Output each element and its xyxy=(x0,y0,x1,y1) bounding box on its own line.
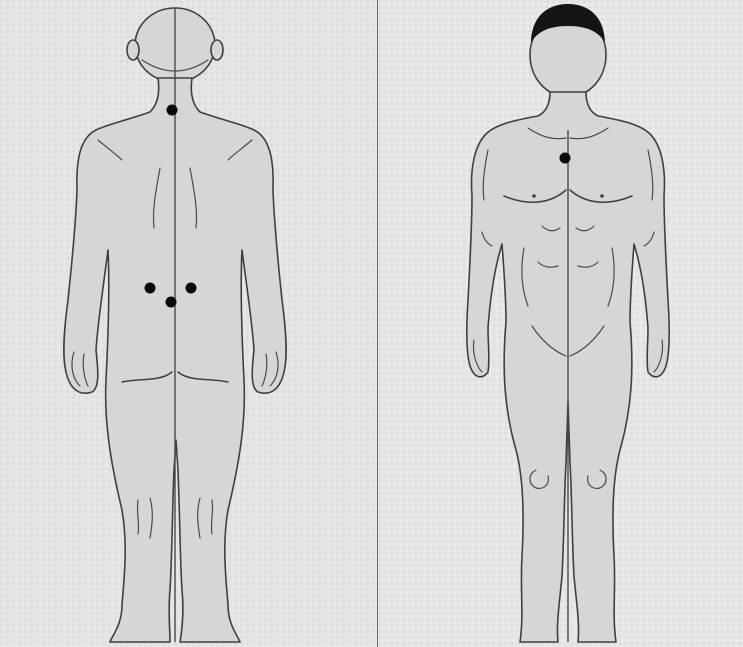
marker-point xyxy=(560,153,571,164)
right-ear xyxy=(211,40,223,60)
marker-point xyxy=(166,297,177,308)
front-view-panel xyxy=(378,0,743,647)
left-nipple xyxy=(532,194,536,198)
front-view-svg xyxy=(378,0,743,647)
left-ear xyxy=(127,40,139,60)
back-view-svg xyxy=(0,0,377,647)
marker-point xyxy=(167,105,178,116)
back-view-panel xyxy=(0,0,377,647)
marker-point xyxy=(186,283,197,294)
marker-point xyxy=(145,283,156,294)
right-nipple xyxy=(600,194,604,198)
